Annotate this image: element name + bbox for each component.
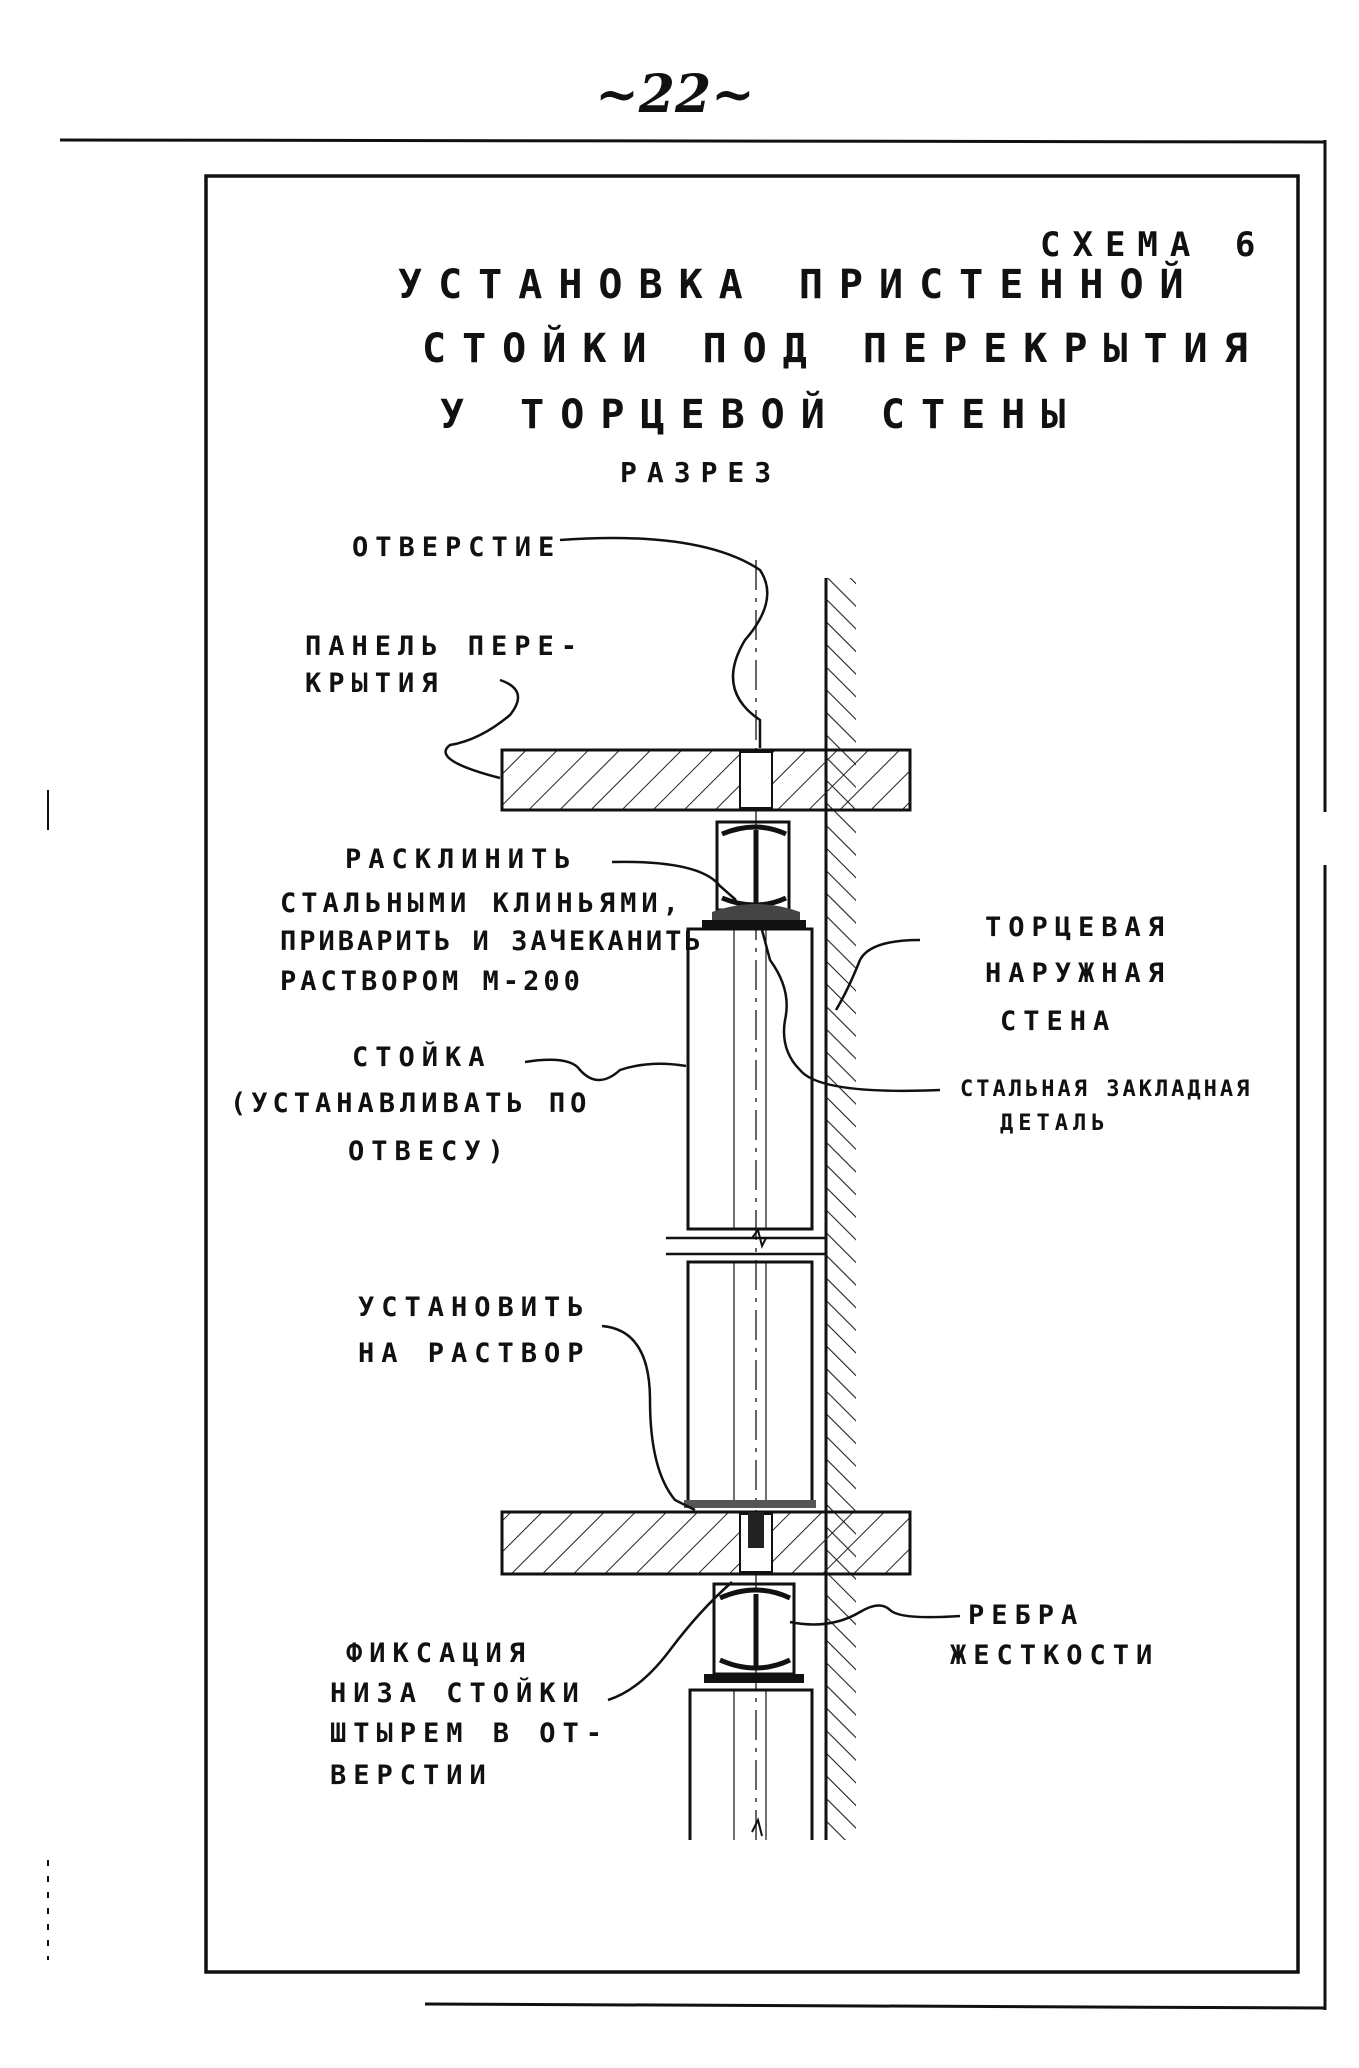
label-post-2: (УСТАНАВЛИВАТЬ ПО (230, 1088, 591, 1119)
label-fixation-1: ФИКСАЦИЯ (346, 1638, 532, 1669)
annotation-labels: ОТВЕРСТИЕ ПАНЕЛЬ ПЕРЕ- КРЫТИЯ РАСКЛИНИТЬ… (230, 532, 1252, 1791)
lower-beam-ribs (704, 1582, 804, 1683)
label-post-3: ОТВЕСУ) (348, 1136, 511, 1167)
label-embedded-part-2: ДЕТАЛЬ (1000, 1111, 1109, 1136)
label-post-1: СТОЙКА (352, 1041, 492, 1073)
title-line-3: У ТОРЦЕВОЙ СТЕНЫ (440, 390, 1081, 438)
label-set-on-mortar-2: НА РАСТВОР (358, 1338, 591, 1369)
label-end-wall-3: СТЕНА (1000, 1006, 1116, 1037)
post-lower (684, 1260, 816, 1508)
upper-floor-slab (500, 748, 912, 812)
wedge-mortar-layer (702, 904, 806, 929)
label-wedge-1: РАСКЛИНИТЬ (345, 844, 578, 875)
label-fixation-2: НИЗА СТОЙКИ (330, 1677, 586, 1709)
label-floor-panel-1: ПАНЕЛЬ ПЕРЕ- (305, 631, 584, 662)
title-line-1: УСТАНОВКА ПРИСТЕННОЙ (398, 260, 1200, 308)
label-end-wall-1: ТОРЦЕВАЯ (985, 912, 1171, 943)
drawing-frame (204, 174, 1300, 1974)
label-ribs-1: РЕБРА (968, 1600, 1084, 1631)
label-fixation-4: ВЕРСТИИ (330, 1760, 493, 1791)
label-wedge-3: ПРИВАРИТЬ И ЗАЧЕКАНИТЬ (280, 926, 704, 957)
section-subtitle: РАЗРЕЗ (620, 456, 781, 489)
break-line (666, 1227, 826, 1256)
label-opening: ОТВЕРСТИЕ (352, 532, 561, 563)
sheet-border (47, 138, 1327, 2010)
leader-lines (444, 536, 961, 1702)
label-ribs-2: ЖЕСТКОСТИ (950, 1640, 1159, 1671)
label-floor-panel-2: КРЫТИЯ (305, 668, 445, 699)
title-line-2: СТОЙКИ ПОД ПЕРЕКРЫТИЯ (422, 324, 1264, 372)
lower-floor-slab (500, 1510, 912, 1576)
upper-beam-cap (715, 820, 791, 912)
post-below (688, 1688, 814, 1840)
label-embedded-part-1: СТАЛЬНАЯ ЗАКЛАДНАЯ (960, 1077, 1252, 1102)
label-set-on-mortar-1: УСТАНОВИТЬ (358, 1292, 591, 1323)
label-end-wall-2: НАРУЖНАЯ (985, 958, 1171, 989)
post-upper (686, 927, 814, 1231)
page-number: ~22~ (595, 64, 755, 125)
label-wedge-2: СТАЛЬНЫМИ КЛИНЬЯМИ, (280, 888, 684, 919)
label-wedge-4: РАСТВОРОМ М-200 (280, 966, 584, 997)
scheme-label: СХЕМА 6 (1040, 225, 1267, 265)
label-fixation-3: ШТЫРЕМ В ОТ- (330, 1718, 609, 1749)
